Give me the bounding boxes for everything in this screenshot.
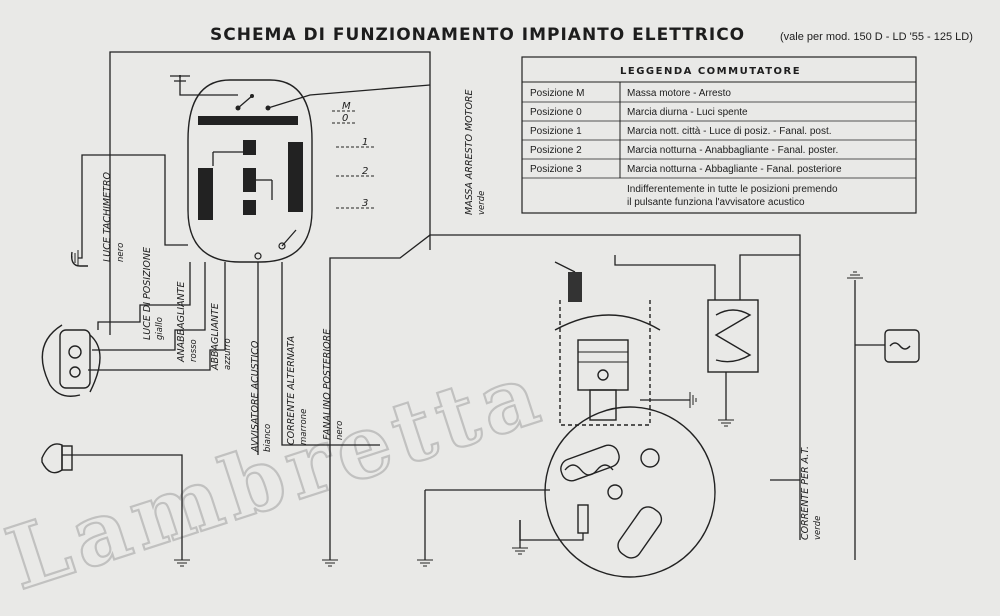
legend-pos-0: Posizione 0 [530, 107, 582, 118]
switch-pos-0: 0 [342, 113, 348, 124]
color-luce-tachimetro: nero [116, 243, 126, 262]
color-corrente-at: verde [813, 516, 823, 540]
label-corrente-at: CORRENTE PER A.T. [800, 446, 811, 540]
color-anabbagliante: rosso [189, 339, 199, 362]
label-massa-arresto: MASSA ARRESTO MOTORE [464, 89, 475, 215]
switch-pos-2: 2 [362, 166, 368, 177]
light-switch [187, 79, 313, 263]
legend-desc-m: Massa motore - Arresto [627, 88, 731, 99]
switch-pos-1: 1 [362, 137, 368, 148]
legend-pos-2: Posizione 2 [530, 145, 582, 156]
legend-pos-3: Posizione 3 [530, 164, 582, 175]
legend-desc-0: Marcia diurna - Luci spente [627, 107, 748, 118]
ground-symbols [71, 250, 863, 567]
color-abbagliante: azzurro [223, 338, 233, 370]
color-avvisatore: bianco [263, 424, 273, 452]
label-luce-tachimetro: LUCE TACHIMETRO [102, 171, 113, 262]
label-corrente-alternata: CORRENTE ALTERNATA [286, 336, 297, 445]
legend-desc-3: Marcia notturna - Abbagliante - Fanal. p… [627, 164, 842, 175]
legend-pos-1: Posizione 1 [530, 126, 582, 137]
switch-pos-m: M [342, 101, 351, 112]
legend-desc-1: Marcia nott. città - Luce di posiz. - Fa… [627, 126, 832, 137]
legend-pos-m: Posizione M [530, 88, 584, 99]
horn [41, 443, 73, 474]
color-massa-arresto: verde [477, 191, 487, 215]
legend-note-line1: Indifferentemente in tutte le posizioni … [627, 184, 838, 195]
label-luce-posizione: LUCE DI POSIZIONE [142, 247, 153, 340]
legend-table: LEGGENDA COMMUTATORE Posizione M Massa m… [521, 56, 917, 214]
wiring [62, 51, 885, 560]
engine-block [554, 261, 661, 426]
tail-lamp [884, 329, 920, 363]
watermark-text: Lambretta [0, 342, 556, 610]
switch-position-marks: M 0 1 2 3 [332, 101, 374, 209]
legend-note-line2: il pulsante funziona l'avvisatore acusti… [627, 197, 805, 208]
speedometer-lamp [70, 251, 88, 267]
legend-desc-2: Marcia notturna - Anabbagliante - Fanal.… [627, 145, 838, 156]
color-corrente-alternata: marrone [299, 409, 309, 445]
magneto [425, 406, 716, 578]
color-fanalino: nero [335, 421, 345, 440]
label-fanalino: FANALINO POSTERIORE [322, 329, 333, 440]
label-anabbagliante: ANABBAGLIANTE [176, 281, 187, 363]
diagram-title: SCHEMA DI FUNZIONAMENTO IMPIANTO ELETTRI… [210, 25, 745, 45]
switch-pos-3: 3 [362, 198, 368, 209]
wire-labels: LUCE TACHIMETRO nero LUCE DI POSIZIONE g… [102, 89, 823, 540]
color-luce-posizione: giallo [155, 317, 165, 340]
label-abbagliante: ABBAGLIANTE [210, 303, 221, 371]
ignition-coil [707, 299, 759, 373]
legend-heading: LEGGENDA COMMUTATORE [620, 66, 801, 77]
diagram-subtitle: (vale per mod. 150 D - LD '55 - 125 LD) [780, 31, 973, 43]
headlamp [41, 324, 101, 397]
label-avvisatore: AVVISATORE ACUSTICO [250, 340, 261, 453]
